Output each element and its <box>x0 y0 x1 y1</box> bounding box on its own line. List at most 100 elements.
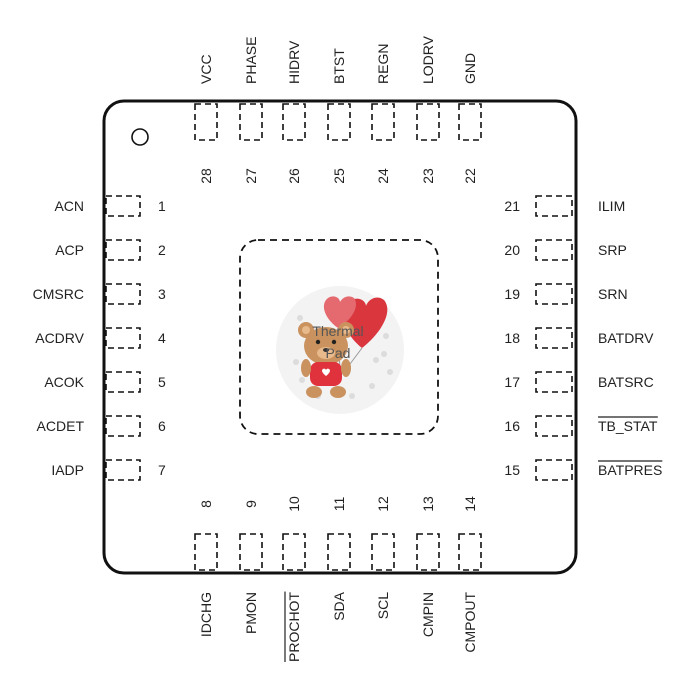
pin-label-2: ACP <box>55 242 84 258</box>
pin-label-group-24: REGN <box>375 44 391 84</box>
pin-label-8: IDCHG <box>198 592 214 637</box>
pin-number-24: 24 <box>375 168 391 184</box>
pin-number-9: 9 <box>243 500 259 508</box>
pin-number-25: 25 <box>331 168 347 184</box>
pin-number-11: 11 <box>331 497 347 512</box>
pin-number-group-25: 25 <box>331 168 347 184</box>
thermal-pad-label-line1: Thermal <box>312 323 363 339</box>
pin-number-5: 5 <box>158 374 166 390</box>
pin-label-21: ILIM <box>598 198 625 214</box>
pin-label-group-13: CMPIN <box>420 592 436 637</box>
pin-number-28: 28 <box>198 168 214 184</box>
pin-label-group-28: VCC <box>198 54 214 84</box>
pin-label-4: ACDRV <box>35 330 84 346</box>
pin-number-group-13: 13 <box>420 496 436 512</box>
pin-label-17: BATSRC <box>598 374 654 390</box>
pin-pad-left-1 <box>105 195 141 217</box>
pin-label-23: LODRV <box>420 35 436 84</box>
pin-pad-right-19 <box>535 283 573 305</box>
heart-balloon-small <box>323 296 357 328</box>
pin-pad-top-26 <box>282 103 306 141</box>
pin-label-6: ACDET <box>37 418 85 434</box>
pin-pad-right-18 <box>535 327 573 349</box>
pin-label-group-10: PROCHOT <box>284 592 302 662</box>
pin-label-group-12: SCL <box>375 592 391 619</box>
pin-number-group-28: 28 <box>198 168 214 184</box>
pin-label-27: PHASE <box>243 37 259 84</box>
pin-number-1: 1 <box>158 198 166 214</box>
pin-pad-bottom-13 <box>416 533 440 571</box>
pin-label-5: ACOK <box>44 374 84 390</box>
pin-number-26: 26 <box>286 168 302 184</box>
pin-label-group-25: BTST <box>331 48 347 84</box>
pin-number-10: 10 <box>286 496 302 512</box>
pin-number-12: 12 <box>375 496 391 512</box>
pin-number-23: 23 <box>420 168 436 184</box>
pin-label-19: SRN <box>598 286 628 302</box>
pin-number-15: 15 <box>504 462 520 478</box>
thermal-pad-label-line2: Pad <box>326 345 351 361</box>
pin-label-group-27: PHASE <box>243 37 259 84</box>
pin-number-22: 22 <box>462 168 478 184</box>
pin-label-9: PMON <box>243 592 259 634</box>
pin-number-2: 2 <box>158 242 166 258</box>
pin-pad-bottom-9 <box>239 533 263 571</box>
pin-label-1: ACN <box>54 198 84 214</box>
pin-number-7: 7 <box>158 462 166 478</box>
pin1-marker-circle <box>131 128 149 146</box>
pin-number-group-12: 12 <box>375 496 391 512</box>
pin-label-25: BTST <box>331 48 347 84</box>
pin-label-28: VCC <box>198 54 214 84</box>
pin-label-group-22: GND <box>462 53 478 84</box>
pin-number-group-23: 23 <box>420 168 436 184</box>
pin-pad-left-7 <box>105 459 141 481</box>
pin-pad-bottom-8 <box>194 533 218 571</box>
pin-number-13: 13 <box>420 496 436 512</box>
pin-label-20: SRP <box>598 242 627 258</box>
pin-number-19: 19 <box>504 286 520 302</box>
pin-label-24: REGN <box>375 44 391 84</box>
pin-pad-bottom-11 <box>327 533 351 571</box>
pin-pad-top-27 <box>239 103 263 141</box>
pin-pad-left-3 <box>105 283 141 305</box>
pin-number-group-24: 24 <box>375 168 391 184</box>
pin-number-6: 6 <box>158 418 166 434</box>
pin-label-16: TB_STAT <box>598 418 658 434</box>
pin-label-3: CMSRC <box>33 286 84 302</box>
bear-heart-emblem <box>276 286 404 414</box>
pin-pad-bottom-12 <box>371 533 395 571</box>
pin-number-21: 21 <box>504 198 520 214</box>
pin-label-7: IADP <box>51 462 84 478</box>
pin-pad-top-22 <box>458 103 482 141</box>
pin-number-14: 14 <box>462 496 478 512</box>
pin-label-group-8: IDCHG <box>198 592 214 637</box>
pin-number-group-11: 11 <box>331 497 347 512</box>
pin-pad-left-2 <box>105 239 141 261</box>
pin-number-8: 8 <box>198 500 214 508</box>
pin-label-group-11: SDA <box>331 591 347 620</box>
pin-number-group-26: 26 <box>286 168 302 184</box>
pin-number-group-10: 10 <box>286 496 302 512</box>
pin-label-12: SCL <box>375 592 391 619</box>
pin-label-group-14: CMPOUT <box>462 592 478 653</box>
pin-pad-left-5 <box>105 371 141 393</box>
pin-number-27: 27 <box>243 168 259 184</box>
pin-number-4: 4 <box>158 330 166 346</box>
pin-number-group-22: 22 <box>462 168 478 184</box>
pin-number-20: 20 <box>504 242 520 258</box>
pin-pad-bottom-10 <box>282 533 306 571</box>
pin-label-26: HIDRV <box>286 40 302 84</box>
pin-pad-right-20 <box>535 239 573 261</box>
pin-pad-right-17 <box>535 371 573 393</box>
pin-label-group-26: HIDRV <box>286 40 302 84</box>
pin-pad-right-16 <box>535 415 573 437</box>
pin-pad-right-15 <box>535 459 573 481</box>
pin-label-18: BATDRV <box>598 330 654 346</box>
pin-pad-right-21 <box>535 195 573 217</box>
thermal-pad <box>239 239 439 435</box>
pin-pad-top-23 <box>416 103 440 141</box>
pin-number-group-9: 9 <box>243 500 259 508</box>
pin-number-16: 16 <box>504 418 520 434</box>
